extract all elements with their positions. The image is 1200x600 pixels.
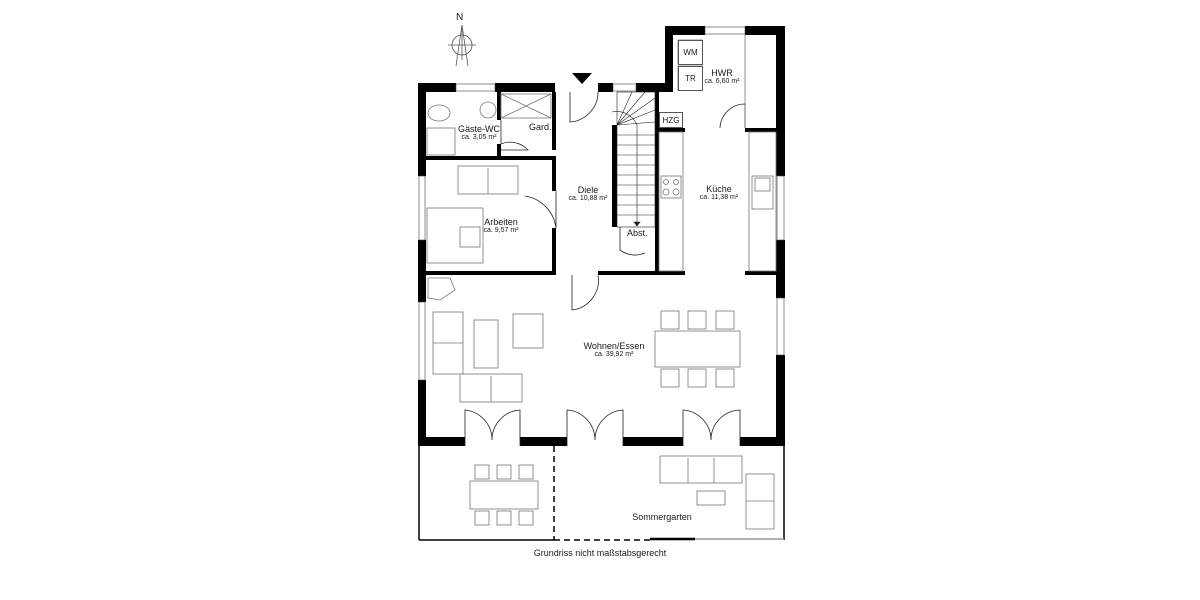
door-swings	[464, 91, 746, 446]
room-label-diele: Diele ca. 10,88 m²	[569, 185, 608, 203]
room-name: Diele	[577, 185, 599, 195]
room-area: ca. 6,60 m²	[704, 78, 740, 86]
room-label-arbeiten: Arbeiten ca. 9,57 m²	[483, 217, 518, 235]
walls	[418, 26, 785, 446]
windows	[418, 26, 785, 381]
north-compass-icon	[448, 24, 476, 67]
room-label-kueche: Küche ca. 11,38 m²	[700, 184, 738, 202]
room-label-wohnen-essen: Wohnen/Essen ca. 39,92 m²	[584, 341, 645, 359]
room-label-garderobe: Gard.	[529, 122, 552, 132]
entrance-arrow-icon	[572, 73, 592, 84]
room-name: Wohnen/Essen	[583, 341, 645, 351]
room-area: ca. 10,88 m²	[568, 195, 608, 203]
room-name: Gäste-WC	[457, 124, 501, 134]
washing-machine-label: WM	[678, 40, 703, 65]
scale-disclaimer: Grundriss nicht maßstabsgerecht	[533, 548, 667, 558]
dryer-label: TR	[678, 66, 703, 91]
room-area: ca. 9,57 m²	[483, 227, 519, 235]
room-area: ca. 39,92 m²	[594, 351, 634, 359]
room-label-hwr: HWR ca. 6,60 m²	[704, 68, 739, 86]
room-name: Sommergarten	[632, 512, 692, 522]
compass-north-label: N	[456, 12, 464, 23]
room-label-gaeste-wc: Gäste-WC ca. 3,05 m²	[458, 124, 500, 142]
room-name: Küche	[706, 184, 732, 194]
room-label-abstellraum: Abst.	[627, 228, 648, 238]
room-name: Arbeiten	[484, 217, 518, 227]
furniture	[426, 35, 777, 530]
staircase	[611, 91, 656, 228]
sommergarten-outline	[418, 446, 785, 541]
room-area: ca. 11,38 m²	[699, 194, 739, 202]
heating-label: HZG	[659, 112, 683, 128]
room-area: ca. 3,05 m²	[461, 134, 497, 142]
room-name: HWR	[711, 68, 733, 78]
room-label-sommergarten: Sommergarten	[632, 512, 692, 522]
